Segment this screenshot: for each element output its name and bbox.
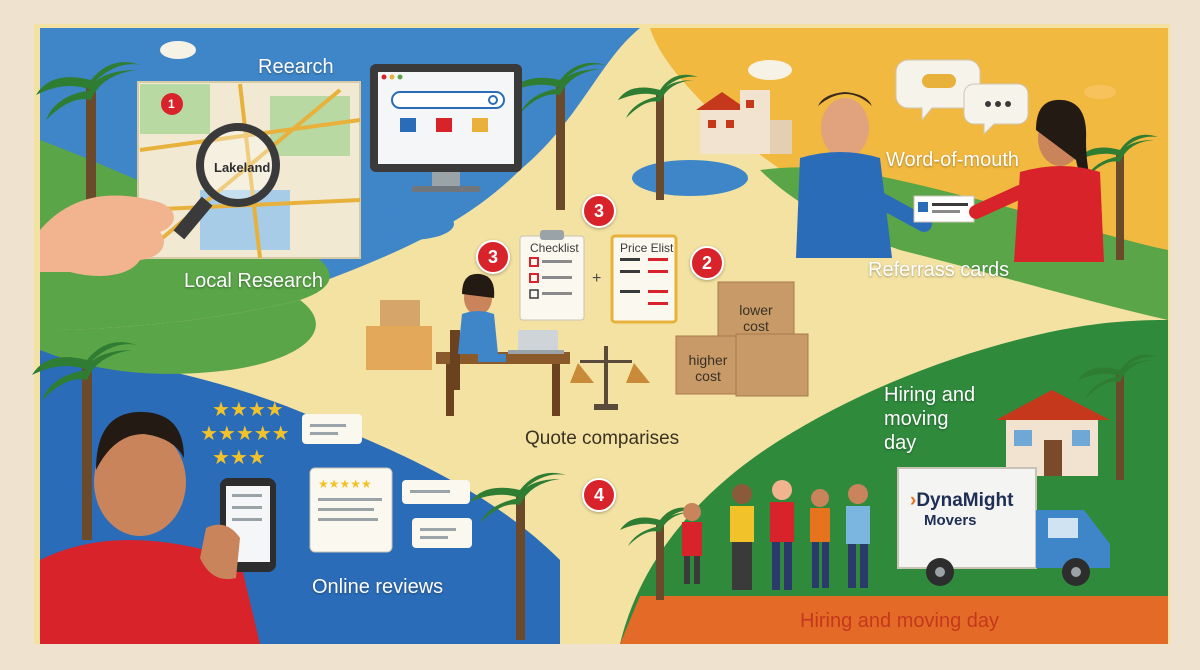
- business-card-icon: [913, 195, 975, 223]
- step-badge-3-left: 3: [476, 240, 510, 274]
- person-icon: [458, 273, 506, 362]
- hiring-moving-day-label-bottom: Hiring and moving day: [800, 610, 999, 632]
- palm-tree-icon: [510, 62, 606, 210]
- review-card-icon: [402, 480, 470, 504]
- local-research-label: Local Research: [184, 270, 323, 292]
- review-card-icon: ★★★★★: [309, 467, 393, 553]
- scale-icon: [570, 346, 650, 410]
- hand-icon: [40, 195, 174, 276]
- step-badge-3: 3: [582, 194, 616, 228]
- person-icon: [969, 99, 1104, 262]
- referral-cards-label: Referrass cards: [868, 259, 1010, 281]
- truck-brand: ›DynaMight Movers: [910, 490, 1030, 529]
- palm-tree-icon: [1078, 354, 1158, 480]
- hiring-moving-day-label-top: Hiring and moving day: [884, 384, 976, 454]
- research-label: Reearch: [258, 56, 334, 78]
- box-icon: [366, 300, 432, 370]
- speech-bubble-icon: [895, 59, 981, 122]
- step-badge-2: 2: [690, 246, 724, 280]
- svg-text:★★★: ★★★: [212, 445, 266, 469]
- review-card-icon: [302, 414, 362, 444]
- online-reviews-label: Online reviews: [312, 576, 444, 598]
- word-of-mouth-label: Word-of-mouth: [886, 149, 1020, 171]
- house-icon: [996, 390, 1110, 476]
- orange-road-strip: [620, 596, 1168, 644]
- step-badge-4: 4: [582, 478, 616, 512]
- truck-brand-second: Movers: [924, 512, 977, 529]
- laptop-icon: [508, 330, 564, 354]
- palm-tree-icon: [470, 472, 566, 640]
- palm-tree-icon: [36, 62, 141, 230]
- svg-text:★★★★: ★★★★: [212, 397, 284, 421]
- speech-bubble-icon: [963, 83, 1029, 136]
- brand-chevron-icon: ›: [910, 490, 917, 511]
- computer-monitor-icon: [370, 64, 522, 192]
- pond-top-left: [366, 208, 454, 240]
- map-city-label: Lakeland: [214, 160, 271, 175]
- palm-tree-icon: [618, 74, 698, 200]
- truck-brand-first: DynaMight: [916, 490, 1014, 511]
- higher-cost-label: higher cost: [688, 352, 728, 384]
- palm-tree-icon: [32, 342, 137, 540]
- price-list-title: Price Elist: [620, 241, 674, 255]
- review-card-icon: [412, 518, 472, 548]
- hand-icon: [200, 524, 240, 580]
- checklist-title: Checklist: [530, 241, 579, 255]
- box-icon: [675, 281, 809, 397]
- cloud-icon: [160, 41, 1116, 99]
- checklist-clipboard-icon: [519, 230, 585, 321]
- pond-top-right: [632, 160, 748, 196]
- palm-tree-icon: [1078, 134, 1158, 260]
- truck-brand-name: ›DynaMight: [910, 490, 1030, 512]
- magnifying-glass-icon: [173, 123, 280, 240]
- house-icon: [696, 90, 792, 154]
- svg-text:★★★★★: ★★★★★: [318, 477, 372, 491]
- quote-comparisons-label: Quote comparises: [525, 428, 680, 449]
- map-pin-number: 1: [168, 97, 175, 111]
- svg-text:★★★★★: ★★★★★: [200, 421, 290, 445]
- plus-sign: +: [592, 270, 602, 287]
- palm-tree-icon: [620, 507, 696, 600]
- lower-cost-label: lower cost: [739, 302, 773, 334]
- price-list-clipboard-icon: [610, 234, 678, 324]
- people-group-icon: [682, 480, 870, 590]
- star-rating-icon: ★★★★ ★★★★★ ★★★: [200, 397, 290, 469]
- moving-truck-icon: [897, 467, 1110, 586]
